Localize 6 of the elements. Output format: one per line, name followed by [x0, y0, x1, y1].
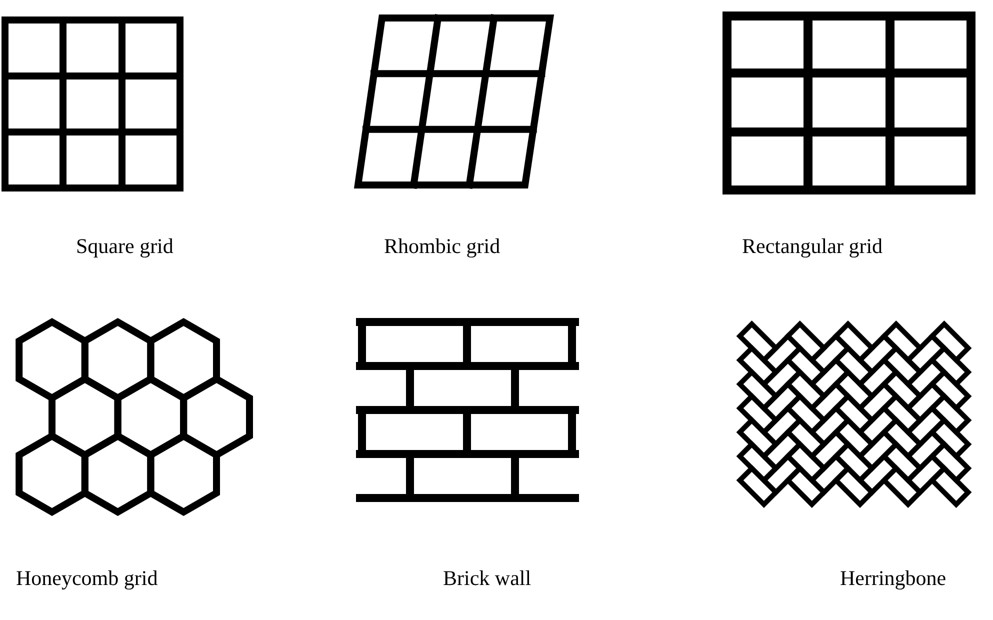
pattern-caption: Herringbone: [840, 566, 946, 591]
pattern-caption: Brick wall: [443, 566, 532, 591]
grid-caption: Square grid: [76, 234, 174, 259]
grid-caption: Honeycomb grid: [16, 566, 158, 591]
grid-caption: Rhombic grid: [384, 234, 500, 259]
grid-caption: Rectangular grid: [742, 234, 883, 259]
